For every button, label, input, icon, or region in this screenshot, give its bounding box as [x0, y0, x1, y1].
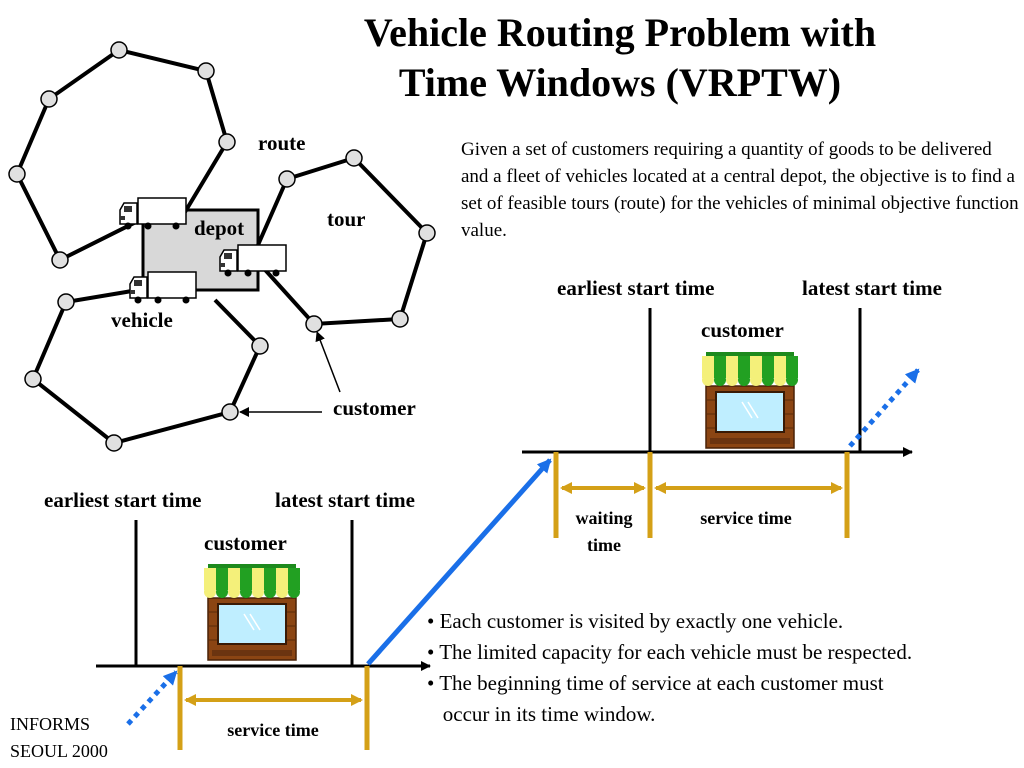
earliest-start-label: earliest start time — [557, 276, 714, 300]
footer-line-1: INFORMS — [10, 714, 91, 734]
service-time-label: service time — [227, 720, 318, 740]
customer-node — [51, 251, 69, 269]
truck-icon — [129, 271, 197, 305]
title-line-1: Vehicle Routing Problem with — [363, 10, 877, 55]
arrival-dotted-arrow — [126, 670, 178, 726]
network-customer-label: customer — [333, 396, 416, 420]
customer-label: customer — [701, 318, 784, 342]
customer-node — [278, 170, 296, 188]
customer-node — [418, 224, 436, 242]
route-network: route tour depot vehicle customer — [8, 41, 436, 452]
constraint-item: • Each customer is visited by exactly on… — [427, 609, 844, 633]
shop-icon — [701, 351, 799, 449]
route-top — [14, 47, 230, 263]
constraint-item: occur in its time window. — [427, 702, 656, 726]
route-label: route — [258, 131, 305, 155]
latest-start-label: latest start time — [802, 276, 942, 300]
customer-node — [251, 337, 269, 355]
earliest-start-label: earliest start time — [44, 488, 201, 512]
customer-node — [57, 293, 75, 311]
customer-node — [218, 133, 236, 151]
customer-node — [8, 165, 26, 183]
time-window-bottom: earliest start time latest start time cu… — [44, 488, 431, 750]
customer-node — [40, 90, 58, 108]
latest-start-label: latest start time — [275, 488, 415, 512]
customer-node — [105, 434, 123, 452]
title-line-2: Time Windows (VRPTW) — [398, 60, 842, 105]
customer-node — [24, 370, 42, 388]
vehicle-label: vehicle — [111, 308, 173, 332]
constraint-item: • The beginning time of service at each … — [427, 671, 884, 695]
footer-line-2: SEOUL 2000 — [10, 741, 108, 761]
constraint-item: • The limited capacity for each vehicle … — [427, 640, 913, 664]
customer-label: customer — [204, 531, 287, 555]
problem-description: Given a set of customers requiring a qua… — [461, 139, 1019, 241]
travel-arrow — [366, 458, 552, 666]
waiting-label-line2: time — [587, 535, 621, 555]
customer-node — [345, 149, 363, 167]
customer-node — [110, 41, 128, 59]
shop-icon — [203, 563, 301, 661]
customer-pointer-arrow — [315, 331, 341, 393]
customer-node — [305, 315, 323, 333]
customer-nodes — [8, 41, 436, 452]
waiting-label-line1: waiting — [575, 508, 632, 528]
depot-label: depot — [194, 216, 244, 240]
customer-node — [197, 62, 215, 80]
footer-credit: INFORMS SEOUL 2000 — [10, 711, 108, 765]
customer-node — [391, 310, 409, 328]
tour-label: tour — [327, 207, 366, 231]
constraint-list: • Each customer is visited by exactly on… — [427, 606, 1024, 730]
service-time-label: service time — [700, 508, 791, 528]
time-window-top: earliest start time latest start time cu… — [522, 276, 942, 555]
departure-dotted-arrow — [848, 368, 920, 448]
page-title: Vehicle Routing Problem with Time Window… — [300, 8, 940, 108]
customer-node — [221, 403, 239, 421]
